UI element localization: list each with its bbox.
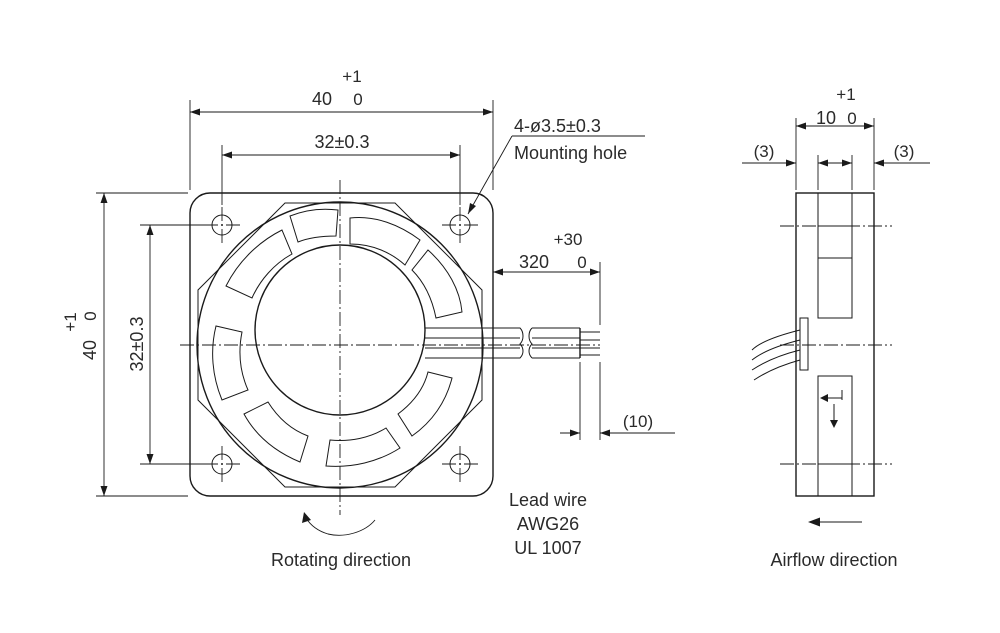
hole-pitch-vertical-dimension: 32±0.3 [127, 224, 212, 465]
lead-length-tol-upper: +30 [554, 230, 583, 249]
mounting-hole [442, 446, 478, 482]
mounting-hole-callout: 4-ø3.5±0.3 Mounting hole [467, 116, 645, 215]
mounting-hole-label: Mounting hole [514, 143, 627, 163]
side-view: 10 +1 0 (3) (3) Airflow direction [742, 85, 930, 570]
flange-right-label: (3) [894, 142, 915, 161]
blade [212, 325, 249, 401]
blade [325, 427, 401, 467]
blade [397, 371, 453, 437]
thickness-tol-upper: +1 [836, 85, 855, 104]
strip-length-dimension: (10) [560, 362, 675, 440]
side-body [795, 192, 875, 497]
mounting-hole-spec: 4-ø3.5±0.3 [514, 116, 601, 136]
airflow-arrow-icon [808, 517, 862, 527]
flange-left-label: (3) [754, 142, 775, 161]
width-tol-upper: +1 [342, 67, 361, 86]
lead-wire-bundle [425, 327, 600, 359]
lead-length-tol-lower: 0 [577, 253, 586, 272]
height-tol-upper: +1 [61, 312, 80, 331]
blade [243, 401, 309, 463]
lead-wire-line2: AWG26 [517, 514, 579, 534]
lead-length-dimension: 320 +30 0 [492, 230, 601, 325]
thickness-dimension: 10 +1 0 [795, 85, 875, 190]
airflow-mark-icon [820, 390, 843, 428]
height-nominal: 40 [80, 340, 100, 360]
width-dimension: 40 +1 0 [189, 67, 494, 190]
thickness-tol-lower: 0 [847, 109, 856, 128]
lead-wire-line3: UL 1007 [514, 538, 581, 558]
side-inner-panel [817, 225, 853, 319]
width-tol-lower: 0 [353, 90, 362, 109]
lead-length-nominal: 320 [519, 252, 549, 272]
fan-frame [189, 192, 494, 497]
blade [225, 229, 293, 299]
thickness-nominal: 10 [816, 108, 836, 128]
side-wires [751, 317, 809, 381]
width-nominal: 40 [312, 89, 332, 109]
height-dimension: 40 +1 0 [61, 192, 188, 497]
blade [289, 208, 339, 243]
hole-pitch-h-label: 32±0.3 [315, 132, 370, 152]
mounting-hole [442, 207, 478, 243]
fan-blades [212, 208, 463, 467]
hole-pitch-horizontal-dimension: 32±0.3 [221, 132, 461, 205]
height-tol-lower: 0 [81, 311, 100, 320]
lead-wire-spec: Lead wire AWG26 UL 1007 [509, 490, 587, 558]
lead-wire-line1: Lead wire [509, 490, 587, 510]
front-view: 40 +1 0 32±0.3 4-ø3.5±0.3 Mounting hole [61, 67, 675, 570]
rotation-arrow-icon [302, 512, 376, 536]
blade [411, 249, 463, 319]
strip-length-label: (10) [623, 412, 653, 431]
flange-dimensions: (3) (3) [742, 142, 930, 190]
airflow-caption: Airflow direction [770, 550, 897, 570]
hole-pitch-v-label: 32±0.3 [127, 317, 147, 372]
blade [349, 216, 421, 266]
rotation-caption: Rotating direction [271, 550, 411, 570]
